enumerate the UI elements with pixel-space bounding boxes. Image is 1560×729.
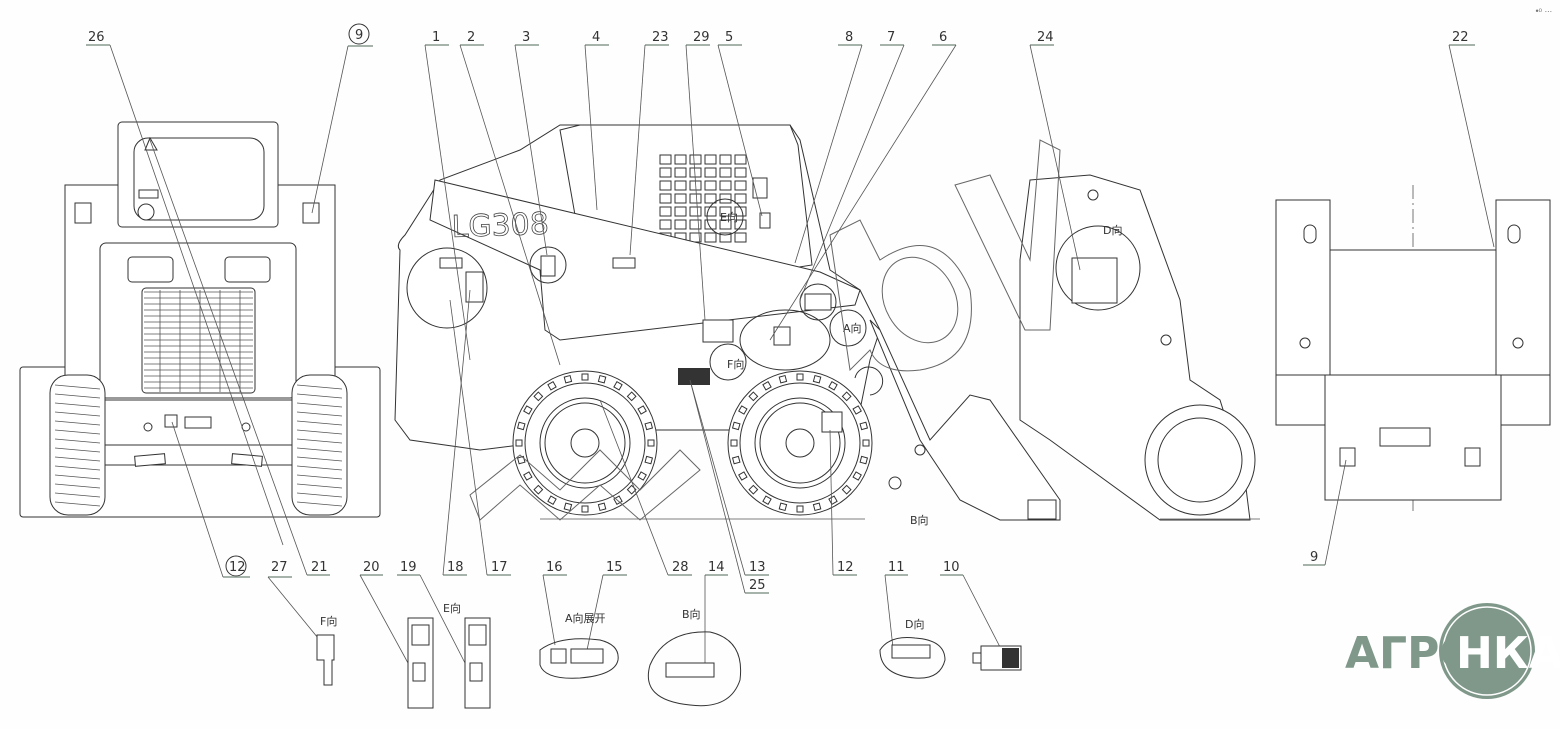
callout-3: 3 [522, 30, 530, 45]
callout-29: 29 [693, 30, 710, 45]
right-rear-tire [291, 374, 348, 516]
bucket [869, 319, 1061, 521]
callout-27: 27 [271, 560, 288, 575]
view-marker-a: A向 [843, 321, 862, 335]
callout-28: 28 [672, 560, 689, 575]
side-view: LG308 [394, 124, 1260, 527]
decal-16 [550, 648, 567, 664]
decal-3 [540, 255, 556, 277]
rear-view [19, 121, 381, 518]
callout-19: 19 [400, 560, 417, 575]
logo-text-right: НКА [1456, 628, 1560, 679]
callout-9-top: 9 [1310, 550, 1318, 565]
callout-6: 6 [939, 30, 947, 45]
lift-arm [429, 179, 861, 341]
watermark [469, 139, 1061, 521]
corner-dots-icon: •ᵒ ∙∙∙ [1535, 6, 1552, 16]
view-marker-f: F向 [727, 357, 744, 371]
callout-26: 26 [88, 30, 105, 45]
top-view: 22 9 [1275, 30, 1551, 566]
callout-12-circled: 12 [229, 560, 246, 575]
decal-15 [570, 648, 604, 664]
callout-18: 18 [447, 560, 464, 575]
warning-triangle-decal [144, 136, 158, 151]
decal-9-rear-right [302, 202, 320, 224]
callout-24: 24 [1037, 30, 1054, 45]
callout-17: 17 [491, 560, 508, 575]
cab-mesh [659, 154, 747, 243]
decal-11 [891, 644, 931, 659]
callout-15: 15 [606, 560, 623, 575]
logo-text-left: АГРО [1345, 628, 1477, 679]
detail-label-b: B向 [682, 607, 701, 621]
callout-1: 1 [432, 30, 440, 45]
callout-14: 14 [708, 560, 725, 575]
detail-e-panel-left [407, 617, 434, 709]
callout-16: 16 [546, 560, 563, 575]
decal-8 [752, 177, 768, 199]
decal-5 [759, 212, 771, 229]
callout-12: 12 [837, 560, 854, 575]
decal-7 [804, 293, 832, 311]
rear-view-callouts: 26 9 12 21 [86, 23, 373, 578]
callout-22: 22 [1452, 30, 1469, 45]
callout-23: 23 [652, 30, 669, 45]
detail-f-bracket [316, 634, 335, 686]
detail-label-f: F向 [320, 614, 337, 628]
front-wheel [512, 370, 658, 516]
view-marker-e: E向 [720, 210, 738, 224]
callout-9-circled: 9 [355, 28, 363, 43]
view-marker-b: B向 [910, 513, 929, 527]
callout-7: 7 [887, 30, 895, 45]
decal-13 [678, 368, 710, 385]
detail-label-d: D向 [905, 617, 924, 631]
agronka-logo: АГРО НКА [1345, 603, 1560, 699]
detail-e-panel-right [464, 617, 491, 709]
callout-5: 5 [725, 30, 733, 45]
decal-23 [612, 257, 636, 269]
decal-12-side [821, 411, 843, 433]
callout-25: 25 [749, 578, 766, 593]
decal-29 [702, 319, 734, 343]
decal-12-rear [164, 414, 178, 428]
decal-26 [138, 189, 159, 199]
callout-8: 8 [845, 30, 853, 45]
detail-label-e: E向 [443, 601, 461, 615]
decal-9-rear-left [74, 202, 92, 224]
rear-grille [141, 287, 256, 394]
detail-circle-left [406, 247, 488, 329]
rear-wheel [727, 370, 873, 516]
callout-10: 10 [943, 560, 960, 575]
model-label: LG308 [451, 207, 549, 245]
callout-4: 4 [592, 30, 600, 45]
decal-6 [773, 326, 791, 346]
side-view-bottom-callouts: 18 17 28 13 25 12 [442, 289, 857, 594]
callout-11: 11 [888, 560, 905, 575]
callout-2: 2 [467, 30, 475, 45]
callout-21: 21 [311, 560, 328, 575]
decal-18 [465, 271, 484, 303]
detail-label-a-expanded: A向展开 [565, 611, 606, 625]
decal-9-top-left [1339, 447, 1356, 467]
view-marker-d: D向 [1103, 223, 1122, 237]
detail-circle-d [1055, 225, 1141, 311]
callout-13: 13 [749, 560, 766, 575]
decal-14 [665, 662, 715, 678]
detail-views: 27 F向 20 19 E向 16 15 A向展开 [267, 560, 1022, 709]
callout-20: 20 [363, 560, 380, 575]
decal-9-top-right [1464, 447, 1481, 467]
left-rear-tire [49, 374, 106, 516]
